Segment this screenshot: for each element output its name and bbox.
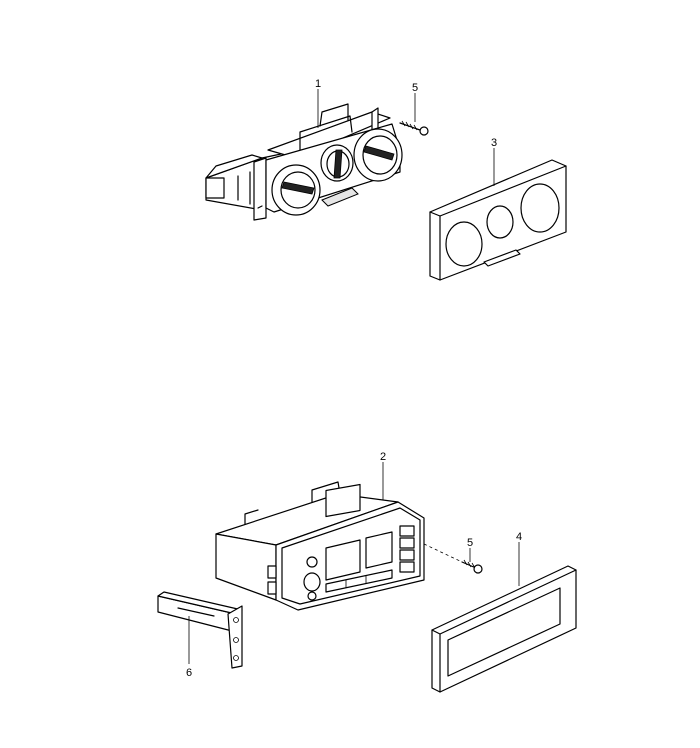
callout-6: 6 — [186, 667, 192, 679]
callout-4: 4 — [516, 531, 522, 543]
callout-2: 2 — [380, 451, 386, 463]
part-1-rotary-control-unit — [205, 103, 403, 221]
callout-3: 3 — [491, 137, 497, 149]
part-2-climate-control-unit — [215, 481, 425, 611]
callout-5-upper: 5 — [412, 82, 418, 94]
part-5-screw-upper — [399, 120, 429, 136]
part-6-mounting-bracket — [157, 591, 243, 669]
leader-lines — [188, 89, 520, 664]
callout-5-lower: 5 — [467, 537, 473, 549]
part-5-screw-lower — [423, 543, 483, 574]
part-3-trim-bezel — [429, 159, 567, 281]
part-4-rectangular-frame — [431, 565, 577, 693]
callout-1: 1 — [315, 78, 321, 90]
